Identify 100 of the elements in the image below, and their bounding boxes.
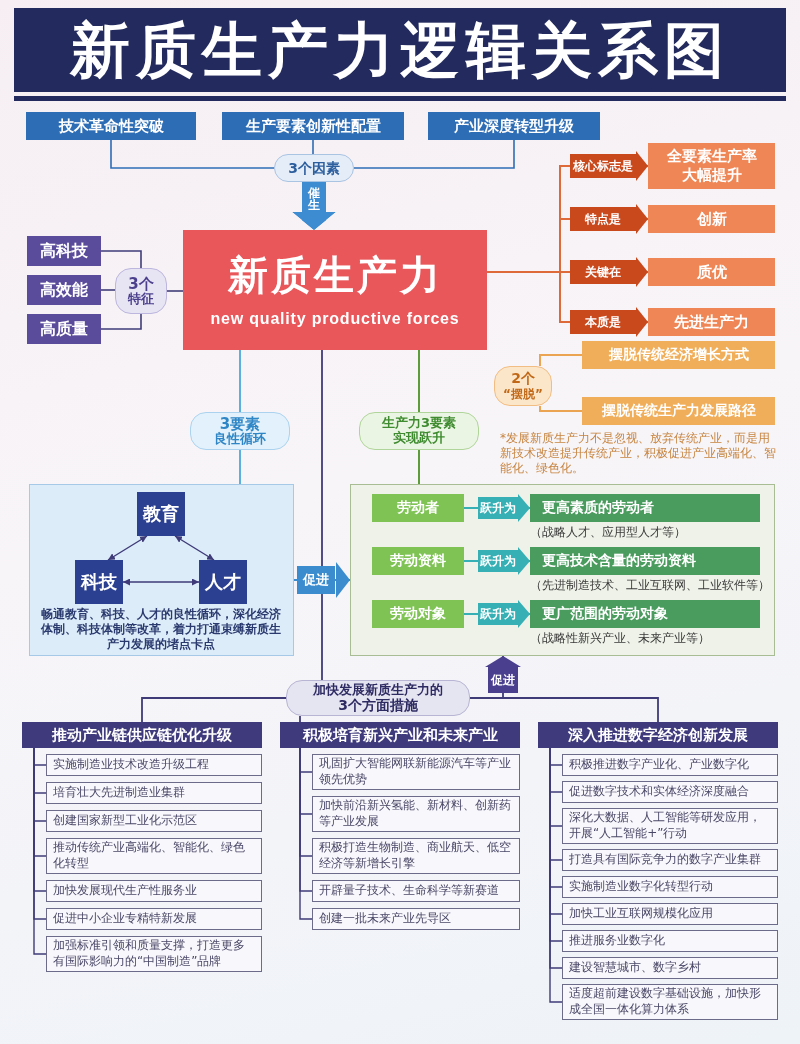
panel-caption: 畅通教育、科技、人才的良性循环，深化经济体制、科技体制等改革，着力打通束缚新质生产力发展的堵点卡点 bbox=[40, 606, 282, 652]
pill-shape bbox=[359, 412, 479, 450]
feature-box: 高科技 bbox=[27, 236, 101, 266]
pill-text: 3个因素 bbox=[288, 159, 340, 177]
factor-box: 产业深度转型升级 bbox=[428, 112, 600, 140]
main-box bbox=[183, 230, 487, 350]
pill-shape bbox=[115, 268, 167, 314]
measure-box: 培育壮大先进制造业集群 bbox=[46, 782, 262, 804]
connector-line bbox=[469, 697, 659, 723]
measure-box: 创建一批未来产业先导区 bbox=[312, 908, 520, 930]
double-arrow bbox=[107, 535, 148, 561]
measure-box: 实施制造业技术改造升级工程 bbox=[46, 754, 262, 776]
measure-box: 创建国家新型工业化示范区 bbox=[46, 810, 262, 832]
element-box: 劳动对象 bbox=[371, 599, 464, 628]
double-arrow bbox=[122, 578, 200, 586]
connector-line bbox=[353, 139, 515, 169]
connector-line bbox=[418, 349, 420, 413]
connector-line bbox=[321, 349, 323, 681]
connector-line bbox=[141, 697, 287, 723]
pill-text: 实现跃升 bbox=[393, 431, 445, 446]
trait-box: 创新 bbox=[648, 205, 775, 233]
measure-box: 打造具有国际竞争力的数字产业集群 bbox=[562, 849, 778, 871]
pill-text: 2个 bbox=[511, 371, 535, 387]
element-square: 科技 bbox=[74, 559, 123, 604]
factor-box: 技术革命性突破 bbox=[26, 112, 196, 140]
element-square: 人才 bbox=[198, 559, 247, 604]
footnote-text: *发展新质生产力不是忽视、放弃传统产业，而是用新技术改造提升传统产业，积极促进产业高端化、智能化、绿色化。 bbox=[500, 431, 776, 476]
feature-box: 高质量 bbox=[27, 314, 101, 344]
measure-box: 开辟量子技术、生命科学等新赛道 bbox=[312, 880, 520, 902]
pill-text: 良性循环 bbox=[214, 432, 266, 447]
connector-line bbox=[299, 715, 301, 723]
arrow-tag: 跃升为 bbox=[478, 603, 518, 625]
measure-box: 深化大数据、人工智能等研发应用，开展“人工智能+”行动 bbox=[562, 808, 778, 844]
connector-line bbox=[100, 250, 142, 269]
element-box: 劳动者 bbox=[371, 493, 464, 522]
pill-shape bbox=[286, 680, 470, 716]
connector-line bbox=[539, 354, 583, 367]
connector-line bbox=[299, 747, 313, 920]
measure-box: 促进数字技术和实体经济深度融合 bbox=[562, 781, 778, 803]
note-text: （先进制造技术、工业互联网、工业软件等） bbox=[529, 577, 770, 593]
main-title: 新质生产力 bbox=[227, 251, 443, 300]
arrow-tag: 跃升为 bbox=[478, 550, 518, 572]
arrow-tag: 本质是 bbox=[570, 310, 636, 334]
factor-box: 生产要素创新性配置 bbox=[222, 112, 404, 140]
measure-box: 加快前沿新兴氢能、新材料、创新药等产业发展 bbox=[312, 796, 520, 832]
note-text: （战略性新兴产业、未来产业等） bbox=[529, 630, 710, 646]
pill-shape bbox=[274, 154, 354, 182]
measure-box: 建设智慧城市、数字乡村 bbox=[562, 957, 778, 979]
pill-text: “摆脱” bbox=[503, 386, 543, 401]
arrow-tag: 关键在 bbox=[570, 260, 636, 284]
pill-text: 生产力3要素 bbox=[381, 416, 456, 431]
result-box: 更高技术含量的劳动资料 bbox=[529, 546, 760, 575]
connector-line bbox=[239, 349, 241, 413]
connector-line bbox=[100, 289, 116, 291]
connector-line bbox=[166, 290, 184, 292]
element-square: 教育 bbox=[136, 491, 185, 536]
measure-box: 积极推进数字产业化、产业数字化 bbox=[562, 754, 778, 776]
measure-box: 实施制造业数字化转型行动 bbox=[562, 876, 778, 898]
arrow-tag: 跃升为 bbox=[478, 497, 518, 519]
pill-text: 3个 bbox=[128, 275, 154, 293]
measure-box: 巩固扩大智能网联新能源汽车等产业领先优势 bbox=[312, 754, 520, 790]
double-arrow bbox=[174, 535, 215, 561]
measure-box: 加快工业互联网规模化应用 bbox=[562, 903, 778, 925]
pill-shape bbox=[190, 412, 290, 450]
goal-box: 摆脱传统生产力发展路径 bbox=[582, 397, 775, 425]
note-text: （战略人才、应用型人才等） bbox=[529, 524, 686, 540]
pill-shape bbox=[494, 366, 552, 406]
measure-box: 推动传统产业高端化、智能化、绿色化转型 bbox=[46, 838, 262, 874]
arrow-tag: 特点是 bbox=[570, 207, 636, 231]
column-header: 积极培育新兴产业和未来产业 bbox=[280, 722, 520, 748]
connector-line bbox=[33, 747, 47, 955]
trait-box: 先进生产力 bbox=[648, 308, 775, 336]
arrow bbox=[292, 182, 336, 230]
feature-box: 高效能 bbox=[27, 275, 101, 305]
arrow-tag: 促进 bbox=[488, 667, 518, 693]
measure-box: 推进服务业数字化 bbox=[562, 930, 778, 952]
pill-text: 3要素 bbox=[219, 415, 261, 433]
edge-label: 催生 bbox=[306, 186, 322, 212]
pill-text: 3个方面措施 bbox=[338, 697, 418, 714]
connector-line bbox=[110, 139, 275, 169]
measure-box: 促进中小企业专精特新发展 bbox=[46, 908, 262, 930]
trait-box: 全要素生产率大幅提升 bbox=[648, 143, 775, 189]
column-header: 深入推进数字经济创新发展 bbox=[538, 722, 778, 748]
result-box: 更高素质的劳动者 bbox=[529, 493, 760, 522]
trait-box: 质优 bbox=[648, 258, 775, 286]
cycle-panel bbox=[29, 484, 294, 656]
english-subtitle: new quality productive forces bbox=[210, 309, 460, 329]
element-box: 劳动资料 bbox=[371, 546, 464, 575]
title-text: 新质生产力逻辑关系图 bbox=[70, 17, 730, 83]
pill-text: 特征 bbox=[128, 292, 154, 307]
goal-box: 摆脱传统经济增长方式 bbox=[582, 341, 775, 369]
column-header: 推动产业链供应链优化升级 bbox=[22, 722, 262, 748]
measure-box: 适度超前建设数字基础设施，加快形成全国一体化算力体系 bbox=[562, 984, 778, 1020]
connector-line bbox=[539, 405, 583, 412]
measure-box: 加快发展现代生产性服务业 bbox=[46, 880, 262, 902]
factor-panel bbox=[350, 484, 775, 656]
measure-box: 积极打造生物制造、商业航天、低空经济等新增长引擎 bbox=[312, 838, 520, 874]
result-box: 更广范围的劳动对象 bbox=[529, 599, 760, 628]
connector-line bbox=[312, 139, 314, 155]
arrow-tag: 促进 bbox=[297, 566, 335, 594]
